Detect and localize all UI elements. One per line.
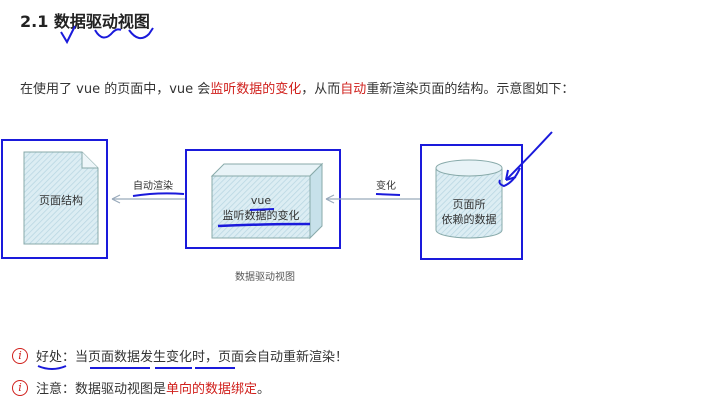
arrow-right-label: 变化 bbox=[376, 179, 396, 192]
para-text-2: ，从而 bbox=[301, 82, 340, 97]
handwritten-underline bbox=[30, 360, 250, 374]
intro-paragraph: 在使用了 vue 的页面中，vue 会监听数据的变化，从而自动重新渲染页面的结构… bbox=[20, 78, 574, 97]
right-box-line2: 依赖的数据 bbox=[442, 212, 497, 226]
note-warning-suffix: 。 bbox=[257, 378, 270, 397]
cube-shape bbox=[212, 176, 310, 238]
note-warning-highlight: 单向的数据绑定 bbox=[166, 378, 257, 397]
info-icon: i bbox=[12, 380, 28, 396]
para-text-3: 重新渲染页面的结构。示意图如下： bbox=[366, 82, 574, 97]
para-highlight-1: 监听数据的变化 bbox=[210, 82, 301, 97]
info-icon: i bbox=[12, 348, 28, 364]
center-box-line1: vue bbox=[251, 194, 271, 207]
diagram-caption: 数据驱动视图 bbox=[235, 270, 295, 283]
data-driven-view-diagram: 页面结构 自动渲染 vue 监听数据的变化 变化 页面所 依赖的数据 数据驱动视… bbox=[0, 120, 709, 300]
para-text-1: 在使用了 vue 的页面中，vue 会 bbox=[20, 82, 210, 97]
left-box-label: 页面结构 bbox=[39, 193, 83, 207]
right-box-line1: 页面所 bbox=[453, 198, 486, 211]
note-warning-text: 注意：数据驱动视图是 bbox=[36, 378, 166, 397]
note-warning: i 注意：数据驱动视图是单向的数据绑定。 bbox=[12, 378, 270, 397]
para-highlight-2: 自动 bbox=[340, 82, 366, 97]
handwritten-checkmarks bbox=[55, 24, 165, 48]
arrow-left-label: 自动渲染 bbox=[133, 179, 173, 192]
